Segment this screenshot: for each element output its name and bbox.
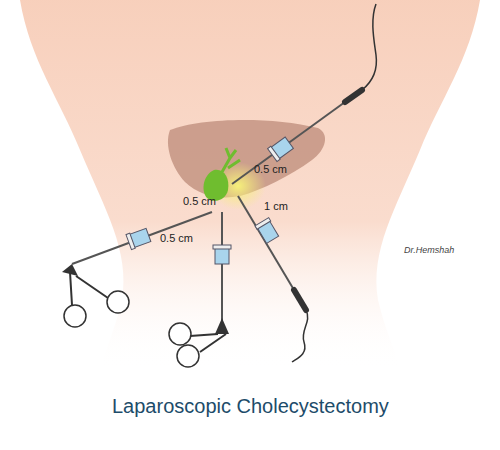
- port-size: 0.5 cm: [160, 232, 193, 244]
- port-size: 0.5 cm: [254, 163, 287, 175]
- upper-trocar: [232, 4, 376, 184]
- left-grasper: [62, 212, 212, 327]
- port-size: 0.5 cm: [183, 195, 216, 207]
- signature: Dr.Hemshah: [404, 245, 454, 255]
- bile-duct: [222, 148, 240, 172]
- diagram-title: Laparoscopic Cholecystectomy: [112, 395, 389, 418]
- lower-trocar: [238, 196, 308, 362]
- port-size: 1 cm: [264, 200, 288, 212]
- torso: [20, 0, 480, 370]
